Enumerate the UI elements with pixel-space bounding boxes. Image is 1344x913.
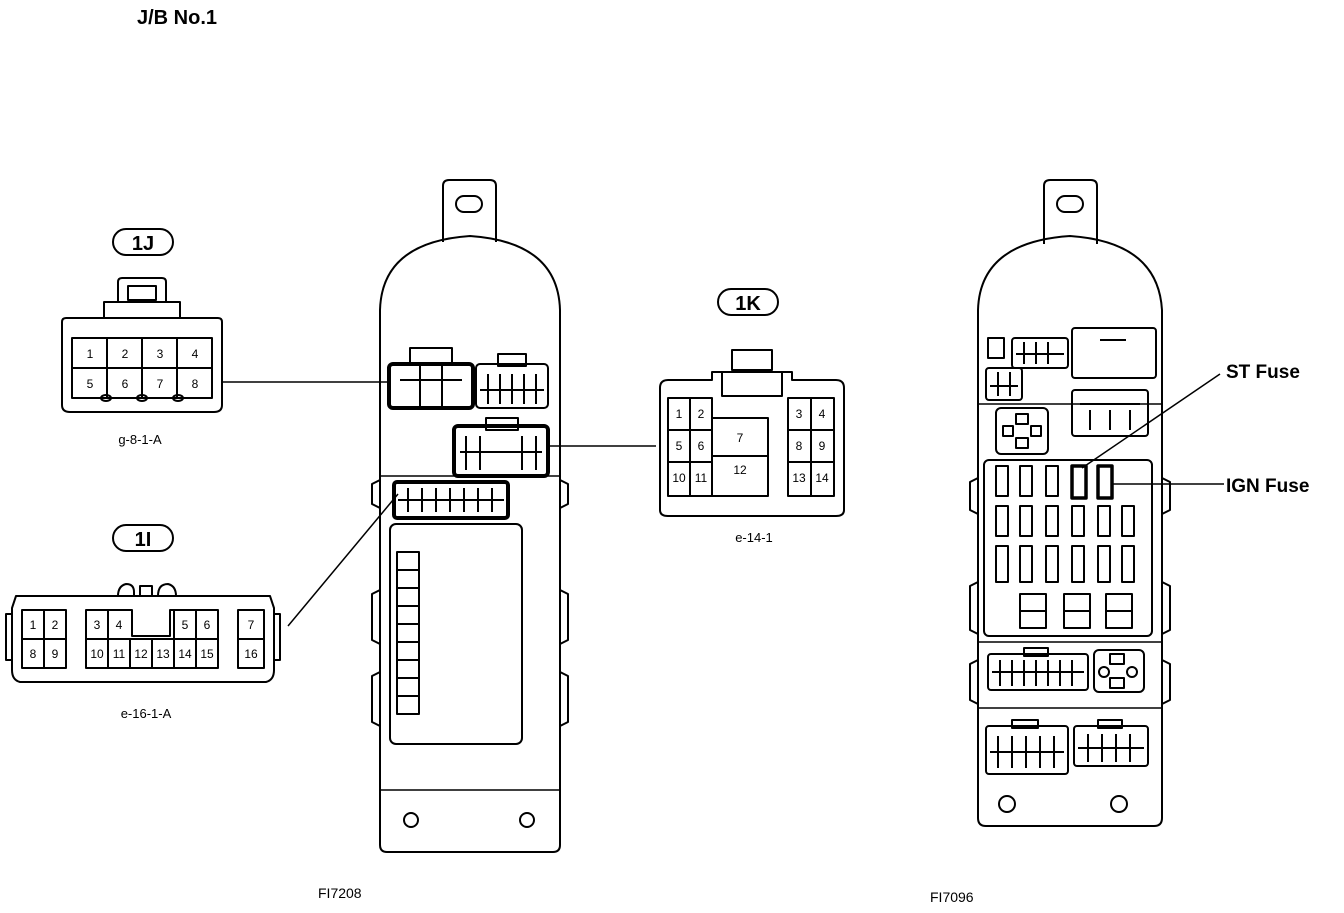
- pin-label: 10: [90, 647, 104, 661]
- connector-1i-code: e-16-1-A: [121, 706, 172, 721]
- fuse-row-2: [995, 505, 1135, 537]
- st-fuse: [1070, 464, 1088, 500]
- pin-label: 4: [192, 347, 199, 361]
- figure-code-left: FI7208: [318, 885, 362, 901]
- st-fuse-label: ST Fuse: [1226, 362, 1300, 383]
- pin-label: 14: [178, 647, 192, 661]
- pin-label: 5: [676, 439, 683, 453]
- connector-1j-latch: [117, 277, 167, 302]
- connector-1k-tag-outline: [717, 288, 779, 316]
- pin-label: 3: [157, 347, 164, 361]
- connector-1j: 1J 1 2 3 4 5 6 7 8 g-8-1-A: [61, 228, 223, 447]
- connector-1j-code: g-8-1-A: [118, 432, 162, 447]
- pin-label: 8: [30, 647, 37, 661]
- pin-label: 3: [796, 407, 803, 421]
- pin-label: 2: [52, 618, 59, 632]
- leader-st-fuse: [1081, 373, 1221, 469]
- pin-label: 6: [204, 618, 211, 632]
- pin-label: 14: [815, 471, 829, 485]
- pin-label: 1: [676, 407, 683, 421]
- pin-label: 10: [672, 471, 686, 485]
- leader-1i: [287, 493, 399, 627]
- junction-block-rear-outline: [977, 235, 1163, 827]
- pin-label: 4: [116, 618, 123, 632]
- pin-label: 5: [182, 618, 189, 632]
- pin-label: 8: [192, 377, 199, 391]
- connector-1i-tag: 1I: [135, 529, 152, 551]
- socket-1i: [392, 480, 510, 520]
- pin-label: 2: [698, 407, 705, 421]
- junction-block-rear: [969, 179, 1171, 827]
- connector-1j-tag: 1J: [132, 233, 154, 255]
- pin-label: 16: [244, 647, 258, 661]
- page-title: J/B No.1: [137, 7, 217, 29]
- junction-block-front: [371, 179, 569, 853]
- connector-1i: 1I 1 2 3 4 5 6 7 8 9 10: [5, 524, 281, 721]
- pin-label: 5: [87, 377, 94, 391]
- pin-label: 13: [156, 647, 170, 661]
- ign-fuse: [1096, 464, 1114, 500]
- fuse-row-3: [995, 545, 1135, 583]
- cover-plate: [389, 523, 523, 745]
- pin-label: 11: [695, 471, 708, 485]
- pin-label: 12: [134, 647, 148, 661]
- figure-code-right: FI7096: [930, 889, 974, 905]
- socket-1k: [452, 424, 550, 478]
- connector-1k: 1K 1 2 3 4 5 6 7 8 9 10 11 12 13: [659, 288, 845, 545]
- pin-label: 7: [248, 618, 255, 632]
- pin-label: 1: [30, 618, 37, 632]
- pin-label: 9: [819, 439, 826, 453]
- pin-label: 9: [52, 647, 59, 661]
- connector-1i-body: [11, 595, 275, 683]
- pin-label: 4: [819, 407, 826, 421]
- pin-label: 13: [792, 471, 806, 485]
- fuse-block: [983, 459, 1153, 637]
- pin-label: 2: [122, 347, 129, 361]
- pin-label: 3: [94, 618, 101, 632]
- connector-1k-tag: 1K: [735, 293, 761, 315]
- ign-fuse-label: IGN Fuse: [1226, 476, 1309, 497]
- fuse-row-1: [995, 464, 1114, 500]
- pin-label: 6: [122, 377, 129, 391]
- socket-1j: [387, 362, 475, 410]
- connector-1k-code: e-14-1: [735, 530, 773, 545]
- pin-label: 6: [698, 439, 705, 453]
- pin-label: 7: [737, 431, 744, 445]
- pin-label: 7: [157, 377, 164, 391]
- pin-label: 1: [87, 347, 94, 361]
- connector-1j-body: [61, 301, 223, 413]
- pin-label: 15: [200, 647, 214, 661]
- connector-1i-tag-outline: [112, 524, 174, 552]
- pin-label: 11: [113, 647, 126, 661]
- pin-label: 8: [796, 439, 803, 453]
- junction-block-front-outline: [379, 235, 561, 853]
- connector-1k-body: [659, 371, 845, 517]
- pin-label: 12: [733, 463, 747, 477]
- maxi-fuses: [1019, 593, 1133, 629]
- connector-1j-tag-outline: [112, 228, 174, 256]
